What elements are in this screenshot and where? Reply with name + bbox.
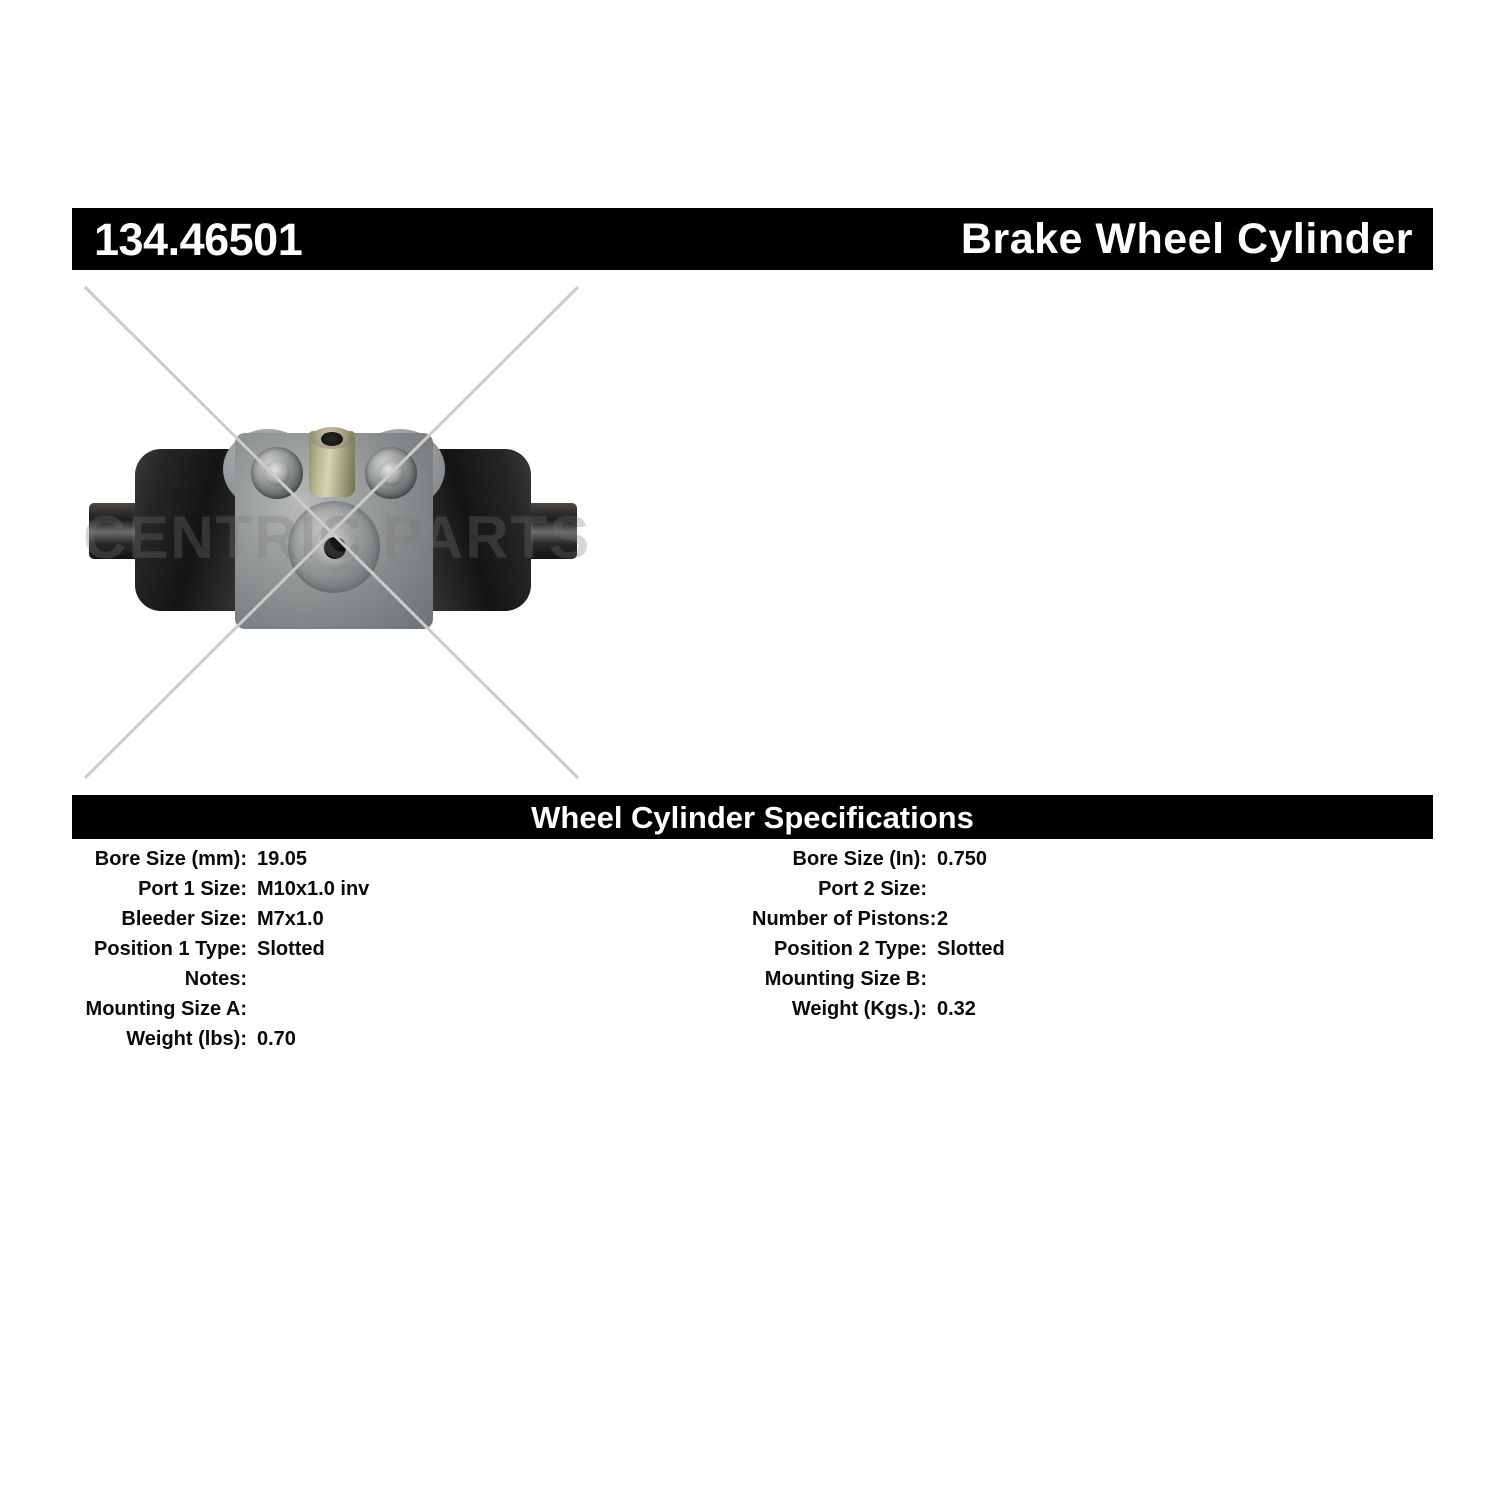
spec-label: Number of Pistons: (752, 908, 937, 930)
spec-label: Weight (lbs): (126, 1028, 247, 1050)
spec-row: Number of Pistons:2 (752, 908, 1412, 938)
mounting-bolt-left (251, 447, 303, 499)
spec-row: Port 2 Size: (752, 878, 1412, 908)
spec-label: Bleeder Size: (121, 908, 247, 930)
spec-row: Notes: (72, 968, 732, 998)
spec-row: Port 1 Size: M10x1.0 inv (72, 878, 732, 908)
spec-row: Weight (lbs): 0.70 (72, 1028, 732, 1058)
spec-label: Bore Size (In): (792, 848, 927, 870)
specifications-title: Wheel Cylinder Specifications (531, 799, 974, 835)
mounting-bolt-right-head (378, 460, 404, 486)
spec-label: Mounting Size B: (764, 968, 927, 990)
wheel-cylinder-illustration: CENTRIC PARTS (83, 405, 589, 655)
spec-row: Position 2 Type: Slotted (752, 938, 1412, 968)
spec-row: Position 1 Type: Slotted (72, 938, 732, 968)
inlet-port-hole (324, 537, 346, 559)
part-number: 134.46501 (94, 213, 303, 265)
spec-value: M7x1.0 (257, 908, 324, 930)
page-title: Brake Wheel Cylinder (960, 214, 1413, 263)
spec-label: Port 1 Size: (138, 878, 247, 900)
spec-label: Bore Size (mm): (94, 848, 247, 870)
spec-value: M10x1.0 inv (257, 878, 370, 900)
spec-row: Mounting Size A: (72, 998, 732, 1028)
spec-row: Weight (Kgs.): 0.32 (752, 998, 1412, 1028)
spec-label: Position 1 Type: (94, 938, 247, 960)
mounting-bolt-left-head (264, 460, 290, 486)
spec-label: Mounting Size A: (85, 998, 247, 1020)
spec-row: Bore Size (In): 0.750 (752, 848, 1412, 878)
spec-label: Position 2 Type: (774, 938, 927, 960)
spec-value: 2 (937, 908, 949, 930)
spec-value: 19.05 (257, 848, 308, 870)
spec-label: Port 2 Size: (818, 878, 927, 900)
product-image: CENTRIC PARTS (83, 285, 589, 780)
mounting-bolt-right (365, 447, 417, 499)
spec-label: Weight (Kgs.): (791, 998, 927, 1020)
bleeder-screw-bore (321, 432, 343, 446)
specifications-header-bar: Wheel Cylinder Specifications (72, 795, 1433, 839)
spec-value: Slotted (937, 938, 1005, 960)
product-header-bar: 134.46501 Brake Wheel Cylinder (72, 208, 1433, 270)
spec-value: 0.750 (937, 848, 988, 870)
spec-row: Bleeder Size: M7x1.0 (72, 908, 732, 938)
spec-value: 0.70 (257, 1028, 296, 1050)
spec-value: Slotted (257, 938, 325, 960)
spec-value: 0.32 (937, 998, 976, 1020)
spec-label: Notes: (184, 968, 247, 990)
spec-row: Mounting Size B: (752, 968, 1412, 998)
spec-row: Bore Size (mm): 19.05 (72, 848, 732, 878)
